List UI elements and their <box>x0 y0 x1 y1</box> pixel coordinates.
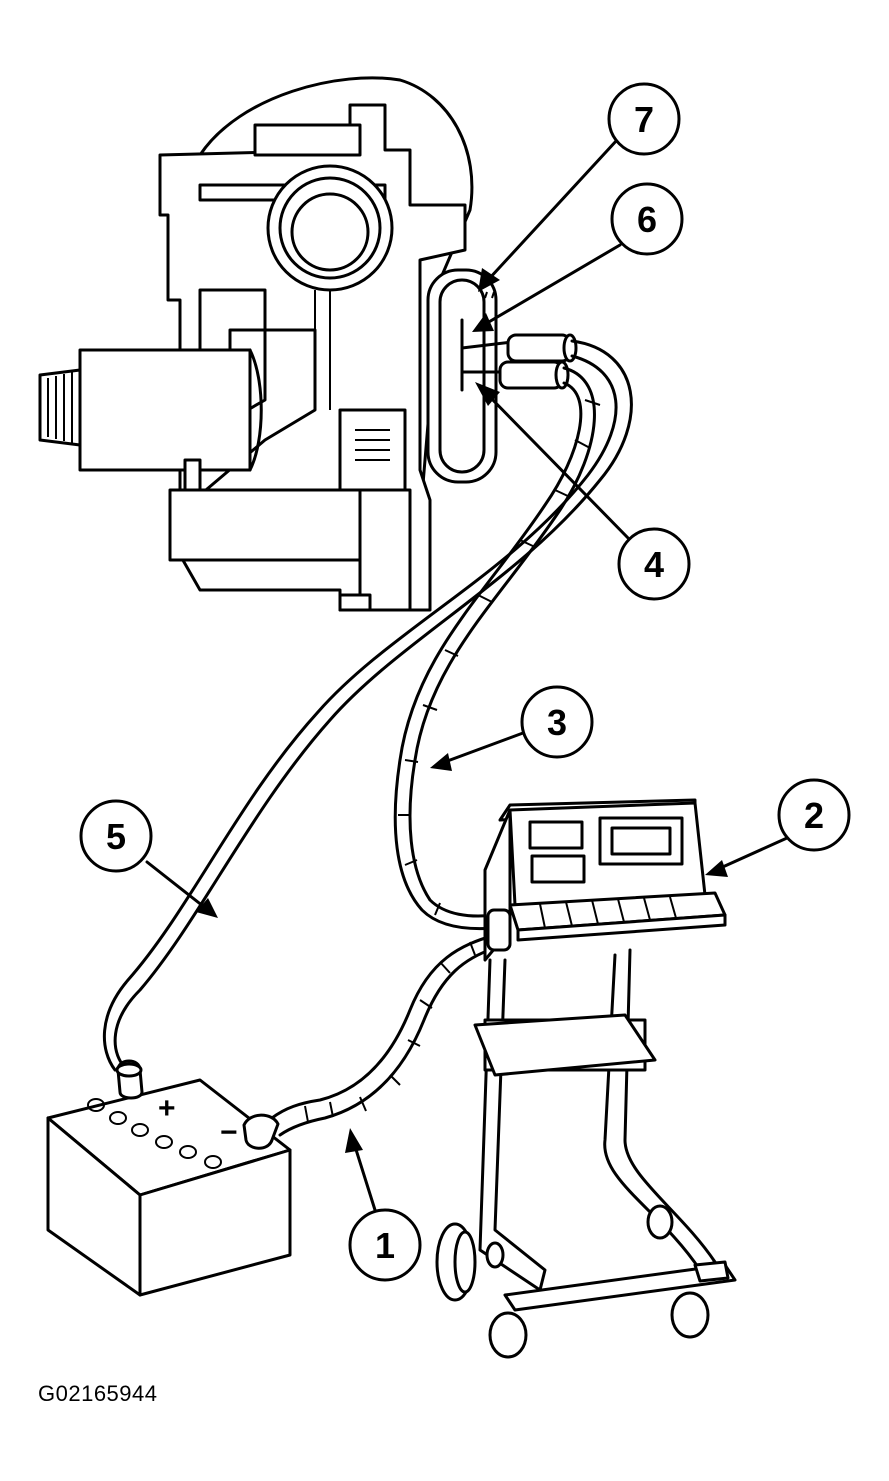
callout-3-number: 3 <box>547 702 567 743</box>
callout-1: 1 <box>348 1208 422 1282</box>
leader-lines <box>145 138 789 1212</box>
callout-7: 7 <box>607 82 681 156</box>
callout-3: 3 <box>520 685 594 759</box>
callout-6-number: 6 <box>637 199 657 240</box>
battery-positive-mark: + <box>158 1092 176 1125</box>
callout-6: 6 <box>610 182 684 256</box>
callout-4-number: 4 <box>644 544 664 585</box>
tester-lead-cable <box>393 366 601 931</box>
callout-2: 2 <box>777 778 851 852</box>
callout-4: 4 <box>617 527 691 601</box>
figure-id: G02165944 <box>38 1381 158 1406</box>
callout-5: 5 <box>79 799 153 873</box>
battery-icon: + − <box>46 1059 292 1297</box>
callout-1-number: 1 <box>375 1225 395 1266</box>
battery-negative-mark: − <box>220 1116 238 1149</box>
callout-2-number: 2 <box>804 795 824 836</box>
starter-motor-icon <box>38 76 578 612</box>
battery-negative-cable <box>270 933 497 1137</box>
callout-5-number: 5 <box>106 816 126 857</box>
callout-7-number: 7 <box>634 99 654 140</box>
tester-cart-icon <box>435 798 737 1359</box>
battery-positive-cable <box>102 339 633 1072</box>
